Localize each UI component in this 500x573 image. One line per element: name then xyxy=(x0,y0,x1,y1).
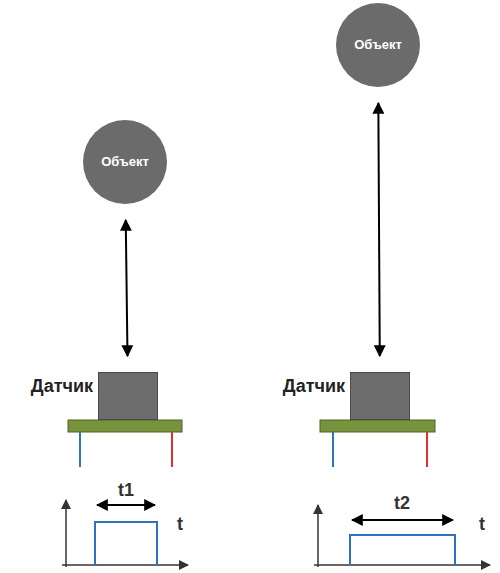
pulse-signal xyxy=(350,535,455,565)
pin-wire xyxy=(332,432,334,467)
circuit-board xyxy=(320,420,435,432)
distance-arrow xyxy=(378,103,379,356)
axis-label: t xyxy=(479,514,485,535)
y-axis xyxy=(65,500,67,567)
object-circle: Объект xyxy=(83,120,167,204)
y-axis xyxy=(317,505,319,567)
pulse-signal xyxy=(95,522,157,565)
time-label: t2 xyxy=(394,493,410,514)
object-label: Объект xyxy=(354,38,402,52)
sensor-box: Датчик xyxy=(350,372,410,420)
pin-wire xyxy=(426,432,428,467)
x-axis xyxy=(62,564,188,566)
duration-arrow xyxy=(352,519,453,521)
object-circle: Объект xyxy=(336,3,420,87)
axis-label: t xyxy=(177,514,183,535)
sensor-box: Датчик xyxy=(98,372,158,420)
circuit-board xyxy=(68,420,182,432)
duration-arrow xyxy=(97,504,155,506)
sensor-label: Датчик xyxy=(31,376,93,397)
time-label: t1 xyxy=(118,480,134,501)
pin-wire xyxy=(79,432,81,467)
sensor-label: Датчик xyxy=(283,376,345,397)
object-label: Объект xyxy=(101,155,149,169)
distance-arrow xyxy=(126,220,128,356)
x-axis xyxy=(314,564,490,566)
pin-wire xyxy=(171,432,173,467)
